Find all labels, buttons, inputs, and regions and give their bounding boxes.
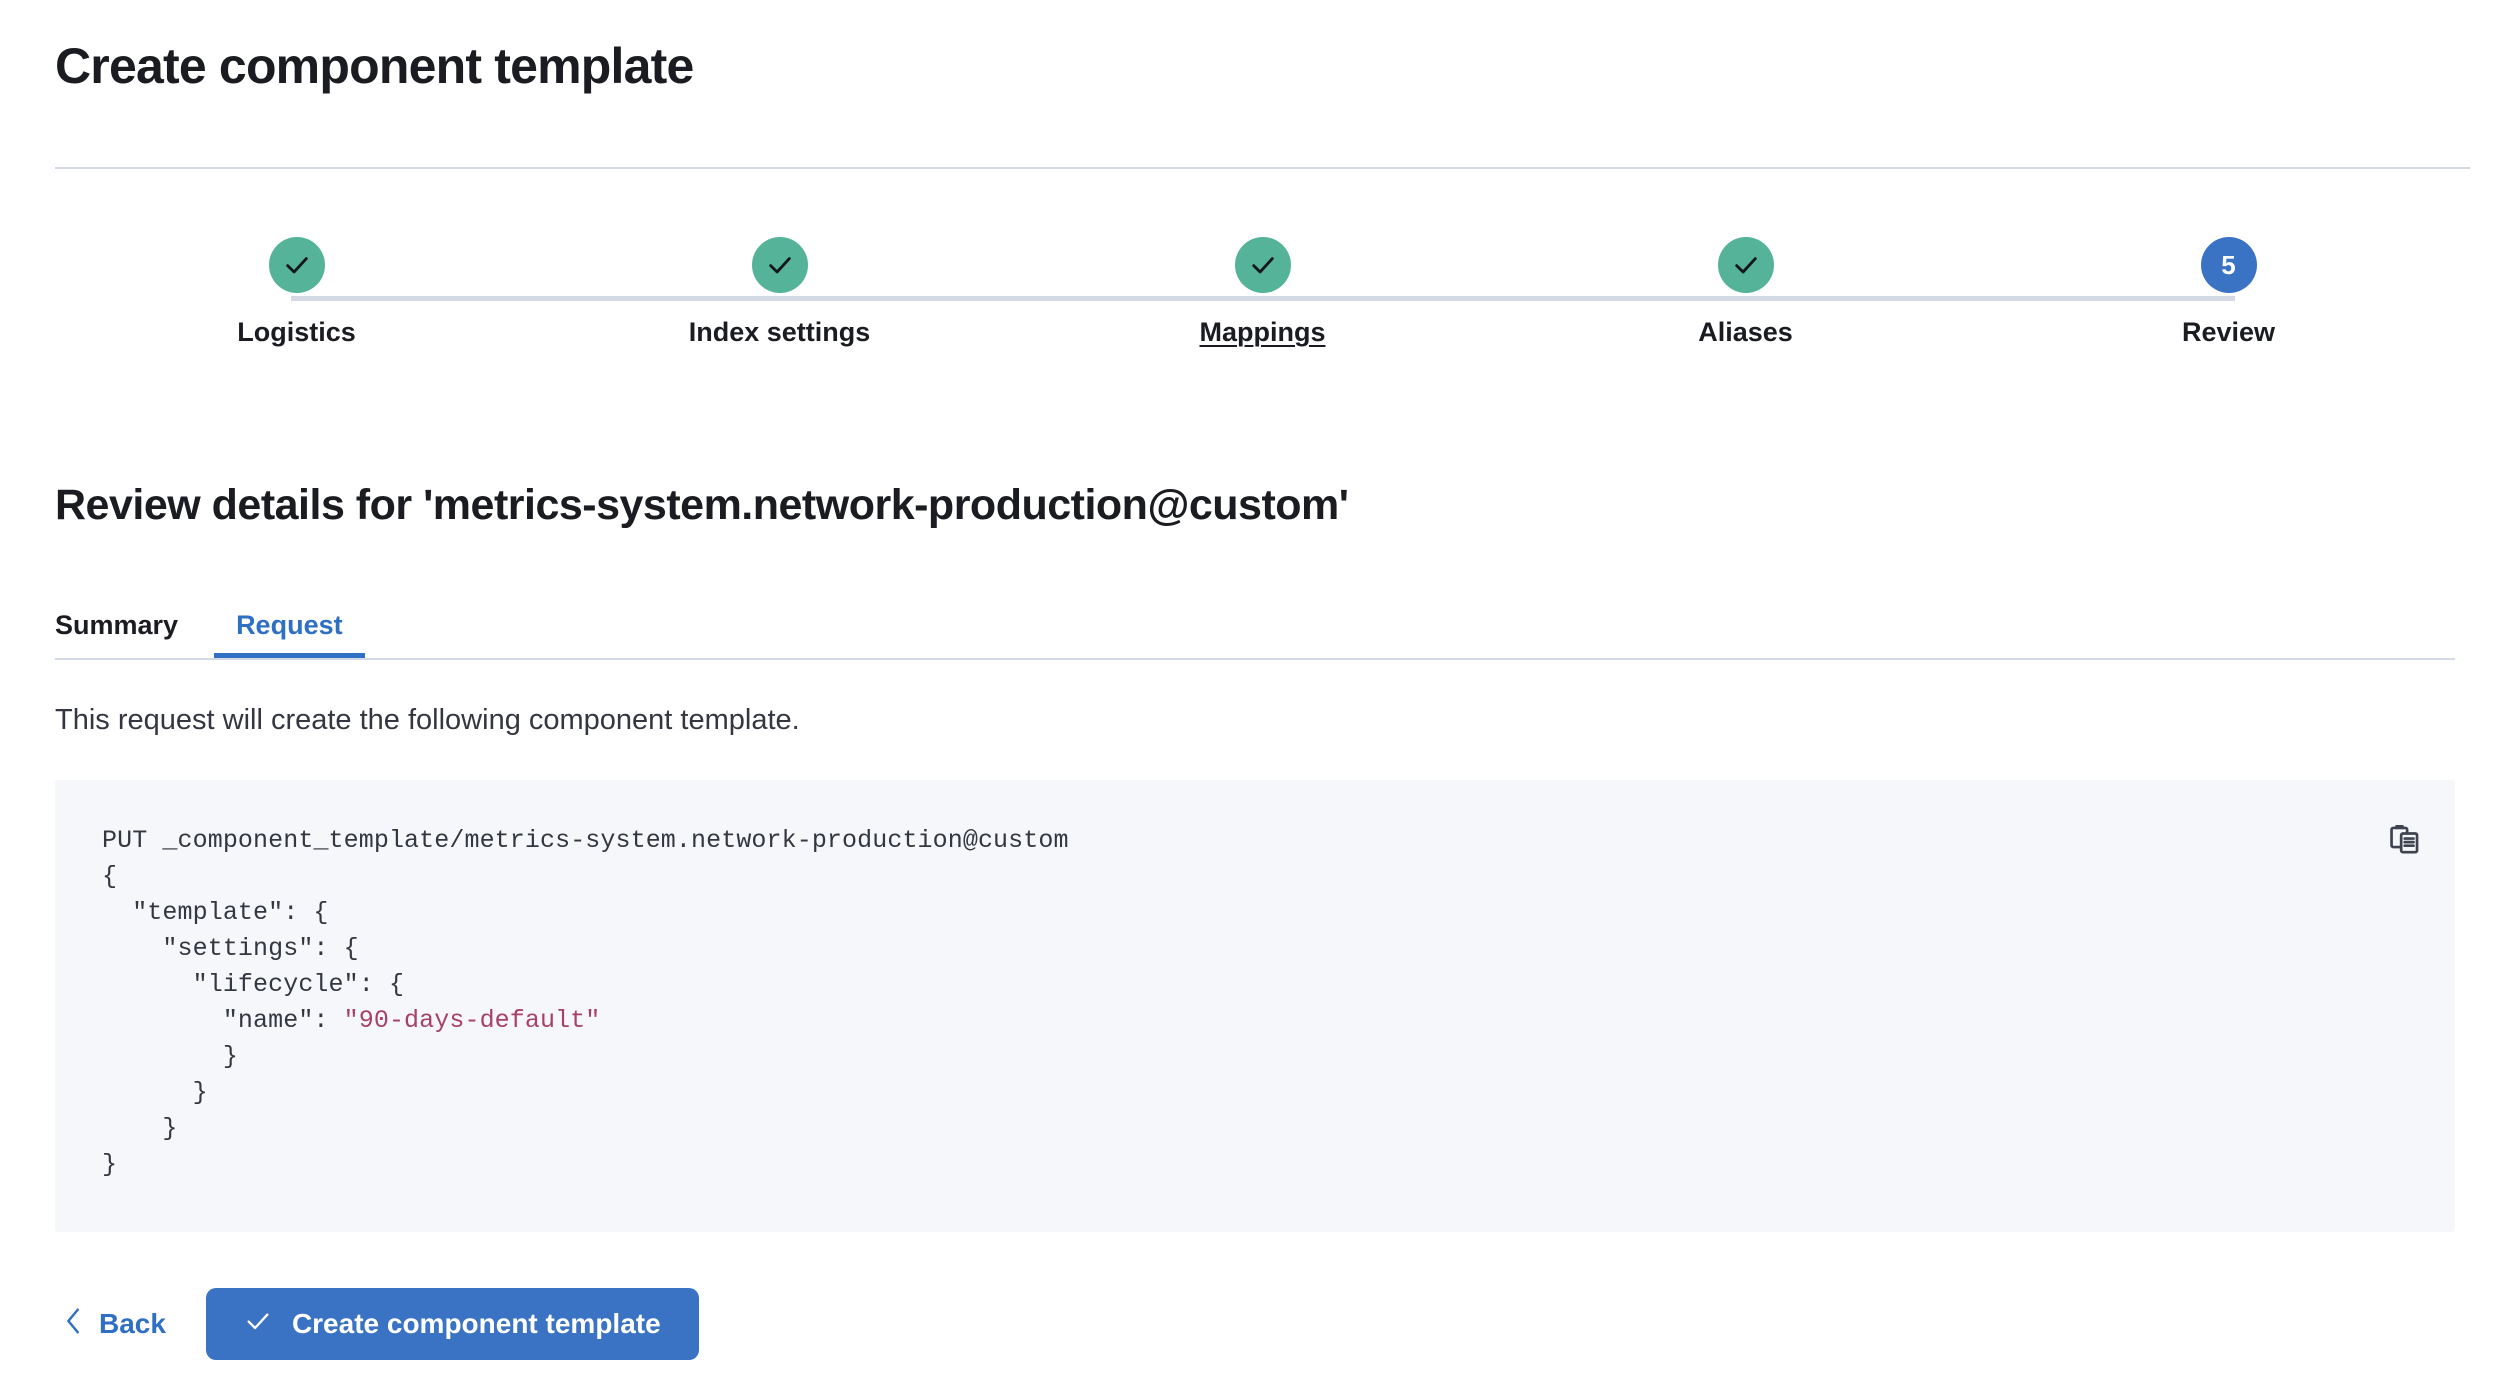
title-divider [55,167,2470,169]
code-line: { [102,862,118,891]
code-line: } [102,1114,178,1143]
copy-request-button[interactable] [2382,818,2428,864]
wizard-stepper: Logistics Index settings [55,236,2470,400]
step-connector-line [291,296,2235,301]
request-description: This request will create the following c… [55,704,800,736]
stepper-step-index-settings[interactable]: Index settings [538,219,1021,348]
tab-request[interactable]: Request [214,592,365,658]
review-heading: Review details for 'metrics-system.netwo… [55,481,1349,529]
code-line: } [102,1042,238,1071]
step-label-index-settings[interactable]: Index settings [688,316,871,347]
code-line: "template": { [102,898,329,927]
step-number: 5 [2221,249,2236,280]
check-icon [244,1307,272,1342]
step-circle-aliases[interactable] [1717,236,1774,293]
stepper-step-aliases[interactable]: Aliases [1504,219,1987,348]
code-line: "settings": { [102,934,359,963]
check-icon [1732,251,1760,279]
request-path: _component_template/metrics-system.netwo… [162,826,1069,855]
step-label-aliases[interactable]: Aliases [1698,316,1793,347]
step-circle-logistics[interactable] [268,236,325,293]
wizard-footer: Back Create component template [55,1288,699,1360]
code-line: } [102,1150,118,1179]
code-line: "lifecycle": { [102,970,405,999]
review-tabs: Summary Request [55,592,2455,660]
back-button-label: Back [99,1308,166,1339]
step-label-review[interactable]: Review [2181,316,2276,347]
check-icon [766,251,794,279]
check-icon [283,251,311,279]
code-line: "name": [102,1006,344,1035]
create-component-template-label: Create component template [291,1308,661,1339]
tabs-row: Summary Request [55,592,2455,658]
tabs-divider [55,658,2455,660]
request-code-panel: PUT _component_template/metrics-system.n… [55,780,2455,1232]
clipboard-copy-icon [2388,823,2422,860]
step-circle-review[interactable]: 5 [2200,236,2257,293]
step-label-mappings[interactable]: Mappings [1199,316,1326,347]
create-component-template-button[interactable]: Create component template [205,1288,699,1360]
code-string-value: "90-days-default" [343,1006,601,1035]
step-circle-index-settings[interactable] [751,236,808,293]
page-title: Create component template [55,38,694,94]
stepper-track: Logistics Index settings [55,236,2470,347]
step-label-logistics[interactable]: Logistics [237,316,356,347]
stepper-step-mappings[interactable]: Mappings [1021,219,1504,348]
chevron-left-icon [63,1306,85,1343]
tab-summary[interactable]: Summary [55,592,214,658]
request-method: PUT [102,826,148,855]
stepper-step-logistics[interactable]: Logistics [55,219,538,348]
stepper-step-review[interactable]: 5 Review [1987,219,2470,348]
request-code: PUT _component_template/metrics-system.n… [102,823,1069,1183]
step-circle-mappings[interactable] [1234,236,1291,293]
check-icon [1249,251,1277,279]
back-button[interactable]: Back [55,1296,174,1353]
code-line: } [102,1078,208,1107]
